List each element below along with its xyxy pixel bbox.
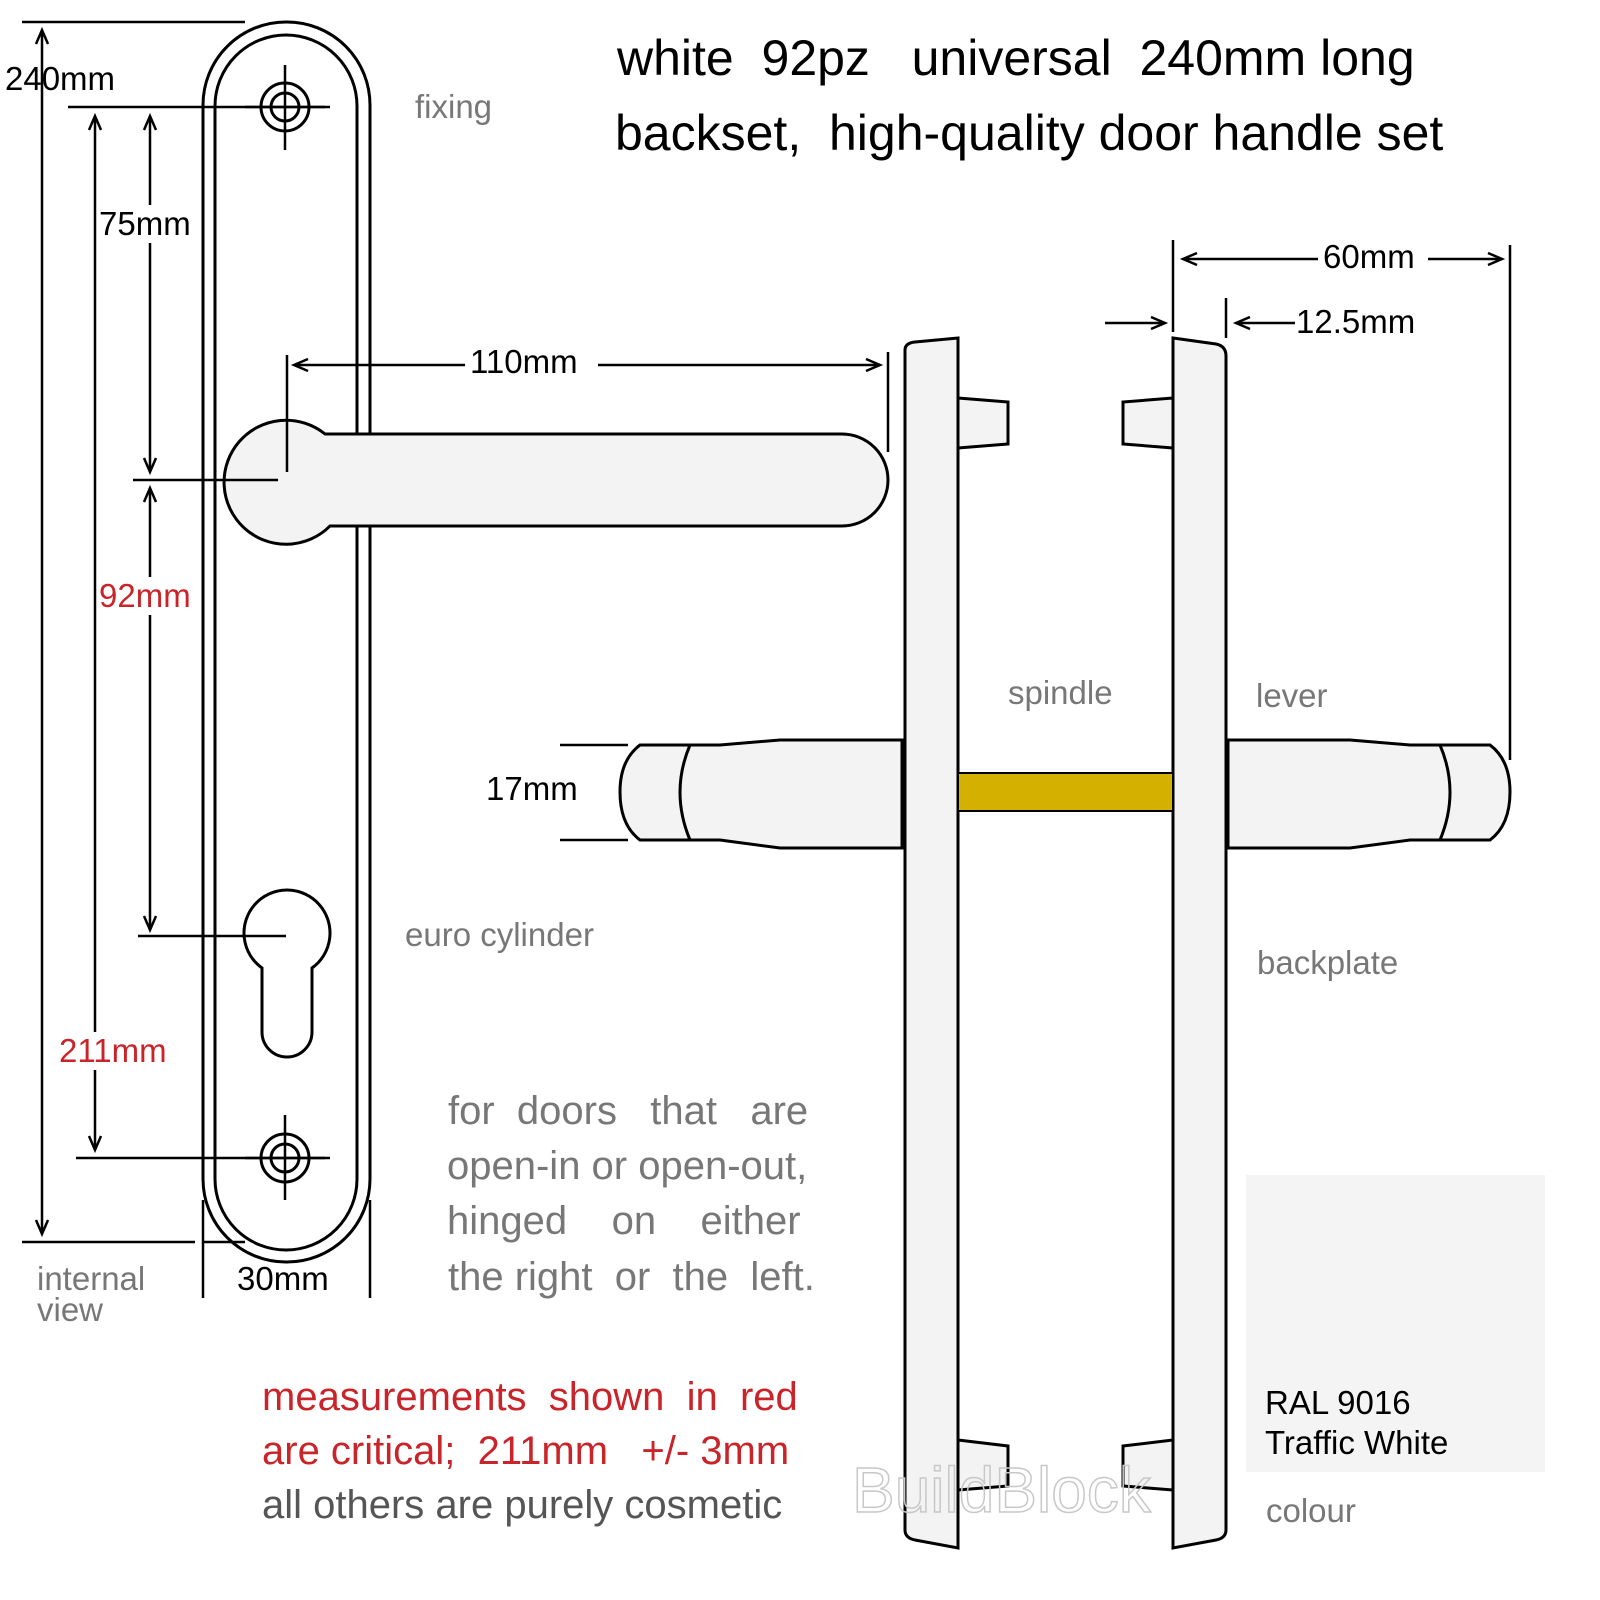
- critical-line: measurements shown in red: [262, 1375, 798, 1419]
- dim-60mm: 60mm: [1323, 238, 1415, 275]
- dim-75mm: 75mm: [99, 205, 191, 242]
- lever-front: [222, 418, 890, 546]
- label-lever: lever: [1256, 677, 1328, 714]
- note-line: the right or the left.: [448, 1255, 815, 1299]
- dim-110mm: 110mm: [470, 343, 578, 380]
- label-view: view: [37, 1291, 103, 1328]
- side-backplate-left: [903, 336, 960, 1550]
- lever-side-right: [1226, 738, 1512, 850]
- note-line: open-in or open-out,: [447, 1144, 807, 1188]
- critical-line: all others are purely cosmetic: [262, 1483, 782, 1527]
- spindle: [957, 772, 1174, 812]
- label-colour: colour: [1266, 1492, 1356, 1529]
- side-backplate-right: [1171, 336, 1228, 1550]
- lever-side-left: [618, 738, 904, 850]
- side-view: [618, 336, 1512, 1550]
- label-euro-cylinder: euro cylinder: [405, 916, 594, 953]
- title-line1: white 92pz universal 240mm long: [616, 30, 1415, 86]
- front-backplate: [201, 20, 372, 1264]
- note-line: for doors that are: [448, 1089, 808, 1133]
- critical-note: measurements shown in red are critical; …: [262, 1375, 798, 1527]
- note-line: hinged on either: [447, 1199, 801, 1243]
- label-backplate: backplate: [1257, 944, 1398, 981]
- dimension-lines: [22, 20, 1512, 1298]
- colour-swatch: [1246, 1175, 1545, 1472]
- label-fixing: fixing: [415, 88, 492, 125]
- dim-92mm: 92mm: [99, 577, 191, 614]
- euro-cylinder-icon: [242, 888, 332, 1059]
- door-note: for doors that are open-in or open-out, …: [447, 1089, 815, 1299]
- title-line2: backset, high-quality door handle set: [615, 105, 1443, 161]
- swatch-name: Traffic White: [1265, 1424, 1448, 1461]
- label-internal: internal: [37, 1260, 145, 1297]
- dim-17mm: 17mm: [486, 770, 578, 807]
- dim-30mm: 30mm: [237, 1260, 329, 1297]
- label-spindle: spindle: [1008, 674, 1113, 711]
- critical-line: are critical; 211mm +/- 3mm: [262, 1429, 789, 1473]
- watermark-logo: BuildBlock: [852, 1454, 1152, 1526]
- dim-240mm: 240mm: [5, 60, 115, 97]
- dim-12-5mm: 12.5mm: [1296, 303, 1415, 340]
- dim-211mm: 211mm: [59, 1032, 167, 1069]
- swatch-code: RAL 9016: [1265, 1384, 1411, 1421]
